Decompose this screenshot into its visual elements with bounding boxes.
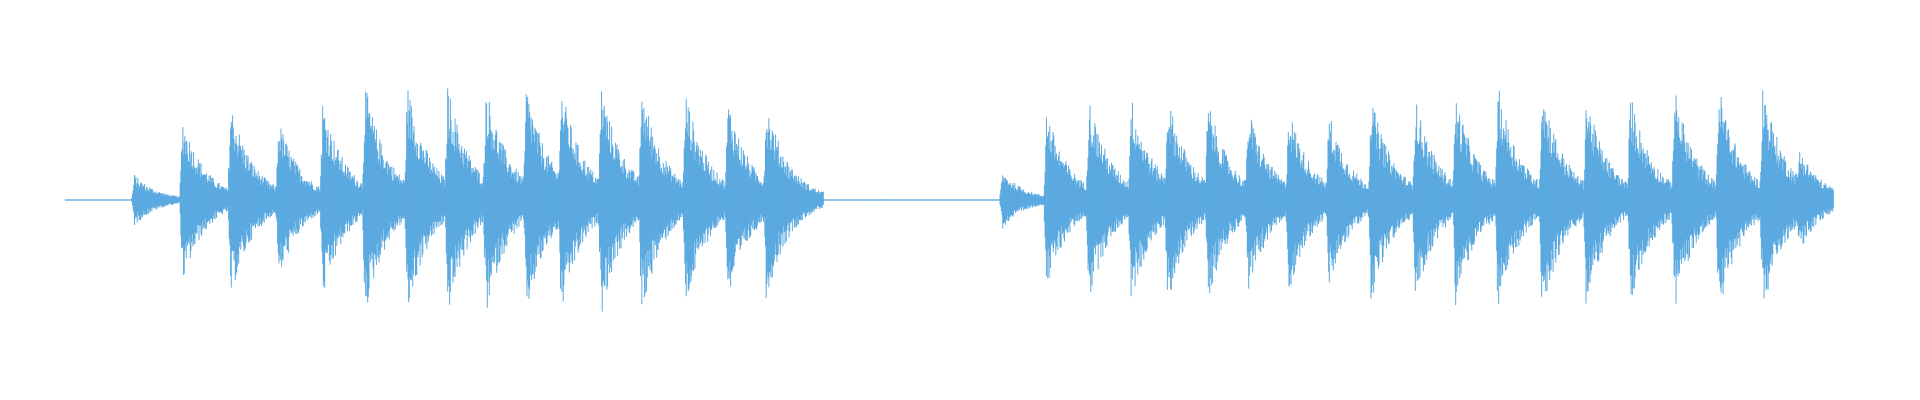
waveform-plot-area [64,88,1834,312]
